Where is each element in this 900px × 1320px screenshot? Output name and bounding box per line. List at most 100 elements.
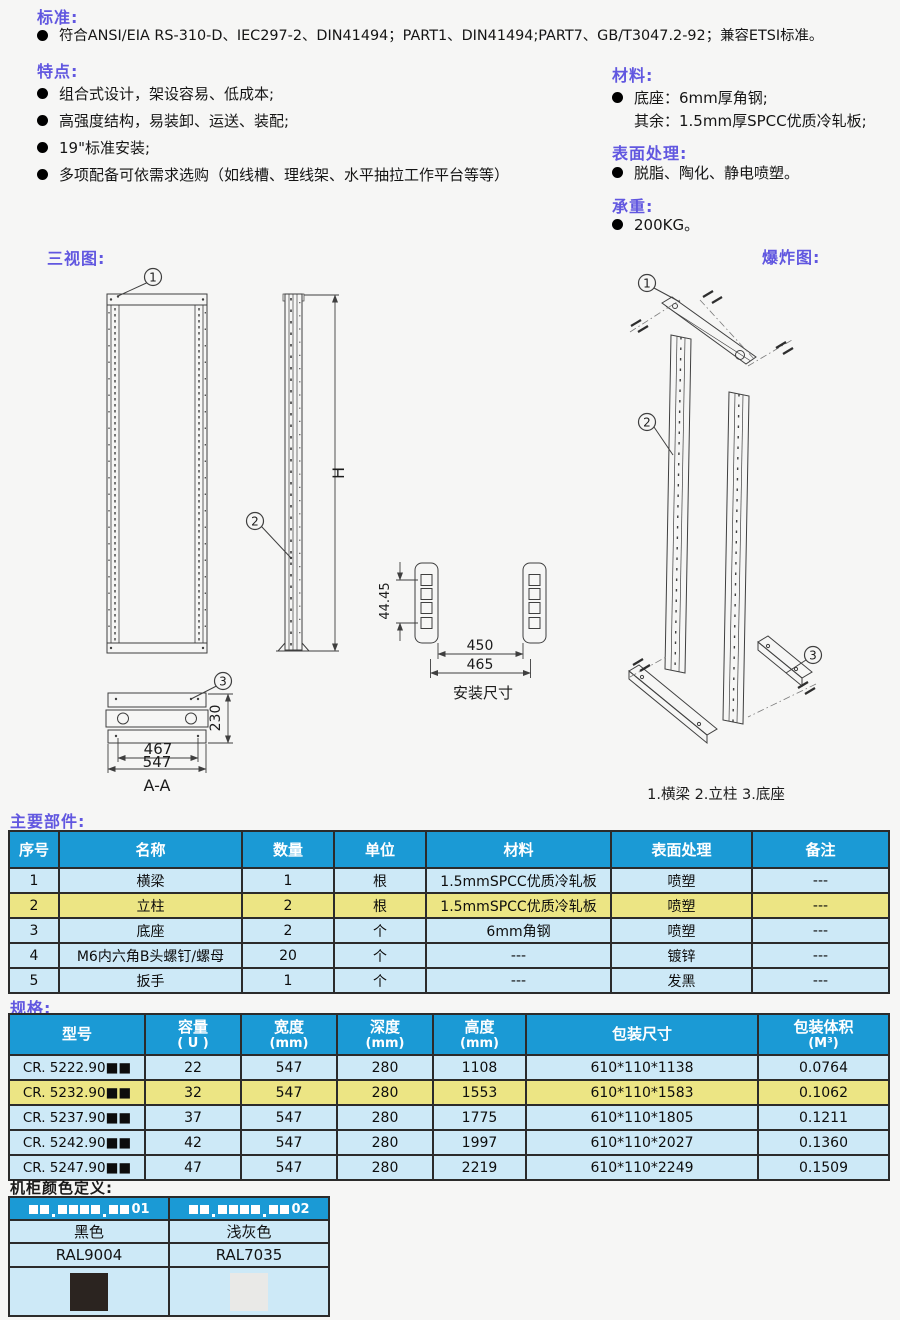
bullet-item: 底座：6mm厚角钢; <box>612 88 898 108</box>
standard-heading: 标准: <box>37 8 79 27</box>
load-list: 200KG。 <box>612 215 898 242</box>
balloon-2-exploded: 2 <box>637 412 674 456</box>
table-cell: --- <box>751 967 890 994</box>
color-swatch <box>70 1272 108 1311</box>
bullet-item: 脱脂、陶化、静电喷塑。 <box>612 163 898 183</box>
table-cell: CR. 5237.90■■ <box>8 1104 146 1131</box>
table-cell: 37 <box>144 1104 242 1131</box>
bottom-view-drawing <box>105 692 209 744</box>
table-cell: CR. 5232.90■■ <box>8 1079 146 1106</box>
bullet-icon <box>37 169 48 180</box>
table-cell: --- <box>751 867 890 894</box>
bullet-text: 脱脂、陶化、静电喷塑。 <box>634 164 800 182</box>
table-header-row: 型号容量( U )宽度(mm)深度(mm)高度(mm)包装尺寸包装体积(M³) <box>8 1013 890 1056</box>
bullet-icon <box>612 167 623 178</box>
table-cell: 1 <box>241 967 335 994</box>
table-cell: CR. 5247.90■■ <box>8 1154 146 1181</box>
column-header: 型号 <box>8 1013 146 1056</box>
section-label: A-A <box>144 776 171 795</box>
balloon-1-exploded: 1 <box>637 273 681 303</box>
swatch-row <box>8 1266 330 1317</box>
table-cell: 2 <box>241 917 335 944</box>
table-cell: 2 <box>241 892 335 919</box>
bullet-item: 组合式设计，架设容易、低成本; <box>37 84 597 104</box>
ral-code: RAL9004 <box>8 1242 170 1268</box>
table-cell: 1775 <box>432 1104 527 1131</box>
table-cell: 发黑 <box>610 967 753 994</box>
color-code-header: 01 <box>8 1196 170 1221</box>
dim-450-label: 450 <box>467 638 494 654</box>
dim-465-label: 465 <box>467 657 494 673</box>
table-cell: 547 <box>240 1104 338 1131</box>
dim-230-label: 230 <box>208 705 224 732</box>
table-cell: 镀锌 <box>610 942 753 969</box>
table-cell: 个 <box>333 917 427 944</box>
table-cell: 扳手 <box>58 967 243 994</box>
table-cell: 547 <box>240 1079 338 1106</box>
dot-glyph <box>212 1214 216 1217</box>
exploded-view-drawing <box>628 290 817 745</box>
color-code-row: 01 02 <box>8 1196 330 1221</box>
bullet-text: 高强度结构，易装卸、运送、装配; <box>59 112 290 130</box>
table-cell: 280 <box>336 1129 434 1156</box>
bullet-text: 组合式设计，架设容易、低成本; <box>59 85 275 103</box>
table-cell: 立柱 <box>58 892 243 919</box>
table-cell: --- <box>425 942 612 969</box>
column-header: 序号 <box>8 830 60 869</box>
dim-H: H <box>304 294 348 652</box>
dim-230: 230 <box>208 693 233 744</box>
table-header-row: 序号名称数量单位材料表面处理备注 <box>8 830 890 869</box>
side-view-drawing <box>276 293 311 652</box>
square-glyph <box>91 1205 101 1214</box>
table-cell: 4 <box>8 942 60 969</box>
dim-467: 467 <box>117 738 199 762</box>
table-cell: 根 <box>333 892 427 919</box>
dim-4445: 44.45 <box>378 562 418 641</box>
bullet-icon <box>37 115 48 126</box>
table-cell: 喷塑 <box>610 892 753 919</box>
technical-drawings: 1 H 2 <box>105 267 823 803</box>
balloon-2-side: 2 <box>245 511 293 560</box>
table-cell: 280 <box>336 1054 434 1081</box>
balloon-3-exploded: 3 <box>785 645 823 674</box>
column-header: 备注 <box>751 830 890 869</box>
table-cell: 0.1360 <box>757 1129 890 1156</box>
table-cell: 0.1211 <box>757 1104 890 1131</box>
square-glyph <box>109 1205 119 1214</box>
dim-547-label: 547 <box>143 753 172 771</box>
table-cell: 0.1062 <box>757 1079 890 1106</box>
color-name: 浅灰色 <box>168 1219 330 1244</box>
column-header: 数量 <box>241 830 335 869</box>
square-glyph <box>218 1205 228 1214</box>
square-glyph <box>251 1205 261 1214</box>
table-cell: 547 <box>240 1129 338 1156</box>
parts-heading: 主要部件: <box>10 812 86 831</box>
color-swatch <box>230 1272 268 1311</box>
table-cell: 610*110*1138 <box>525 1054 759 1081</box>
bullet-icon <box>37 142 48 153</box>
code-suffix: 02 <box>291 1202 310 1217</box>
features-heading: 特点: <box>37 62 79 81</box>
balloon-2-label: 2 <box>643 416 651 430</box>
table-cell: 0.1509 <box>757 1154 890 1181</box>
bullet-text: 符合ANSI/EIA RS-310-D、IEC297-2、DIN41494；PA… <box>59 28 824 44</box>
code-suffix: 01 <box>131 1202 150 1217</box>
table-cell: 5 <box>8 967 60 994</box>
table-cell: 1 <box>241 867 335 894</box>
square-glyph <box>29 1205 39 1214</box>
table-cell: 610*110*1583 <box>525 1079 759 1106</box>
column-header: 名称 <box>58 830 243 869</box>
table-cell: CR. 5222.90■■ <box>8 1054 146 1081</box>
table-cell: 0.0764 <box>757 1054 890 1081</box>
square-glyph <box>58 1205 68 1214</box>
front-view-drawing <box>106 293 208 654</box>
dim-4445-label: 44.45 <box>378 582 393 619</box>
